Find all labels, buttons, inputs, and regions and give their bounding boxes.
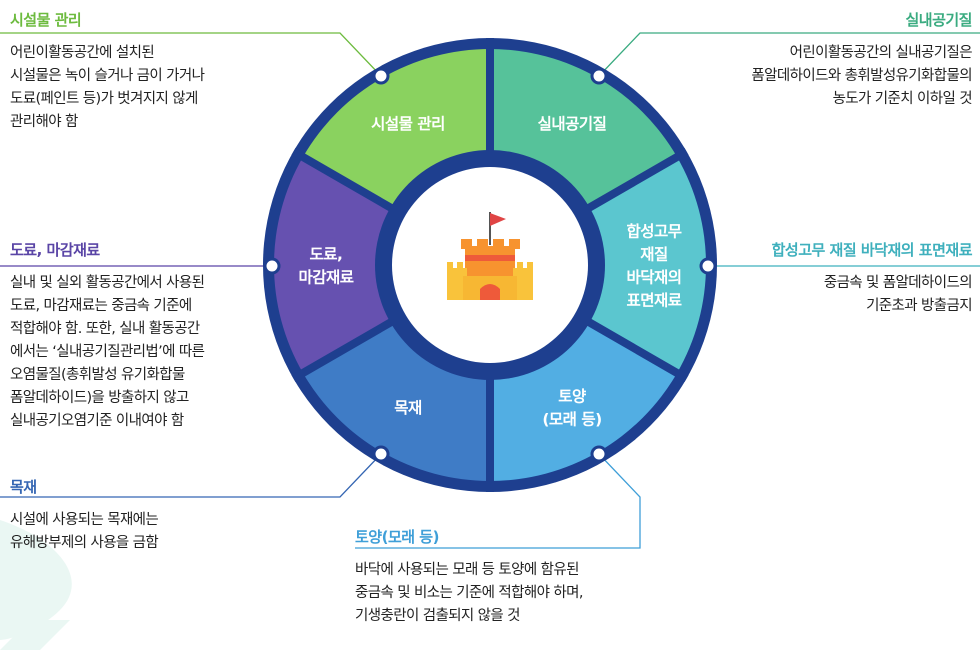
- text-line: 시설물은 녹이 슬거나 금이 가거나: [10, 68, 205, 84]
- text-line: 관리해야 함: [10, 114, 78, 130]
- text-line: 오염물질(총휘발성 유기화합물: [10, 367, 185, 383]
- text-line: 어린이활동공간에 설치된: [10, 45, 155, 61]
- text-line: 적합해야 함. 또한, 실내 활동공간: [10, 321, 200, 337]
- text-line: 도료, 마감재료는 중금속 기준에: [10, 298, 192, 314]
- segment-label-facility: 시설물 관리: [371, 115, 445, 133]
- wheel-segments: [274, 49, 706, 481]
- connector-dot-facility: [372, 67, 390, 85]
- text-synthetic-rubber: 중금속 및 폼알데하이드의 기준초과 방출금지: [823, 272, 973, 318]
- segment-label-wood: 목재: [394, 399, 422, 417]
- segment-label-line: (모래 등): [542, 411, 601, 429]
- segment-divider: [584, 148, 689, 213]
- text-line: 폼알데하이드)을 방출하지 않고: [10, 390, 189, 406]
- segment-label-paint: 도료, 마감재료: [298, 246, 353, 287]
- segment-label-line: 도료,: [310, 246, 343, 264]
- connector-dot-paint: [263, 257, 281, 275]
- connector-lines: [0, 32, 980, 549]
- heading-indoor-air: 실내공기질: [905, 11, 972, 29]
- segment-label-line: 토양: [558, 388, 586, 406]
- connector-dot-synthetic-rubber: [699, 257, 717, 275]
- text-line: 중금속 및 폼알데하이드의: [823, 275, 973, 291]
- text-line: 기준초과 방출금지: [866, 298, 973, 314]
- connector-line-indoor-air: [598, 32, 980, 77]
- connector-line-soil: [355, 453, 641, 549]
- connector-dot-indoor-air: [590, 67, 608, 85]
- text-line: 도료(페인트 등)가 벗겨지지 않게: [10, 91, 198, 107]
- background-stripe: [0, 620, 70, 650]
- connector-dot-wood: [372, 445, 390, 463]
- segment-indoor-air: [490, 49, 678, 209]
- text-line: 시설에 사용되는 목재에는: [10, 512, 159, 528]
- text-paint: 실내 및 실외 활동공간에서 사용된 도료, 마감재료는 중금속 기준에 적합해…: [10, 272, 205, 433]
- segment-label-line: 합성고무: [626, 223, 681, 241]
- connector-line-wood: [0, 453, 382, 498]
- heading-soil: 토양(모래 등): [355, 528, 439, 546]
- text-line: 어린이활동공간의 실내공기질은: [789, 45, 973, 61]
- segment-label-line: 표면재료: [626, 292, 681, 310]
- segment-label-line: 마감재료: [298, 268, 353, 287]
- segment-divider: [584, 317, 689, 382]
- segment-soil: [490, 321, 678, 481]
- text-line: 기생충란이 검출되지 않을 것: [355, 608, 521, 624]
- heading-synthetic-rubber: 합성고무 재질 바닥재의 표면재료: [771, 241, 973, 259]
- flag-icon: [490, 213, 506, 226]
- segment-label-line: 바닥재의: [626, 269, 681, 287]
- heading-paint: 도료, 마감재료: [10, 241, 100, 259]
- heading-facility: 시설물 관리: [10, 11, 82, 29]
- connector-dots: [263, 67, 717, 463]
- text-line: 실내 및 실외 활동공간에서 사용된: [10, 275, 205, 291]
- text-line: 농도가 기준치 이하일 것: [832, 91, 973, 107]
- text-indoor-air: 어린이활동공간의 실내공기질은 폼알데하이드와 총휘발성유기화합물의 농도가 기…: [751, 42, 972, 111]
- segment-label-line: 시설물 관리: [371, 115, 445, 133]
- sandcastle-icon: [447, 212, 533, 300]
- text-facility: 어린이활동공간에 설치된 시설물은 녹이 슬거나 금이 가거나 도료(페인트 등…: [10, 42, 205, 134]
- text-line: 유해방부제의 사용을 금함: [10, 535, 159, 551]
- text-line: 폼알데하이드와 총휘발성유기화합물의: [751, 68, 972, 84]
- background-blob: [0, 520, 72, 640]
- text-line: 에서는 ‘실내공기질관리법’에 따른: [10, 344, 205, 360]
- text-line: 중금속 및 비소는 기준에 적합해야 하며,: [355, 585, 584, 601]
- wheel-dividers: [291, 38, 689, 492]
- connector-line-facility: [0, 32, 382, 77]
- text-line: 바닥에 사용되는 모래 등 토양에 함유된: [355, 562, 579, 578]
- heading-wood: 목재: [10, 478, 37, 496]
- text-line: 실내공기오염기준 이내여야 함: [10, 413, 184, 429]
- segment-synthetic-rubber: [586, 157, 706, 373]
- segment-label-line: 실내공기질: [538, 114, 607, 133]
- segment-label-soil: 토양 (모래 등): [542, 388, 601, 429]
- segment-divider: [291, 148, 396, 213]
- segment-label-line: 목재: [394, 399, 422, 417]
- segment-facility: [302, 49, 490, 209]
- segment-paint: [274, 157, 394, 373]
- connector-dot-soil: [590, 445, 608, 463]
- segment-wood: [302, 321, 490, 481]
- segment-label-line: 재질: [640, 245, 668, 264]
- segment-label-indoor-air: 실내공기질: [538, 114, 607, 133]
- text-wood: 시설에 사용되는 목재에는 유해방부제의 사용을 금함: [10, 509, 159, 555]
- text-soil: 바닥에 사용되는 모래 등 토양에 함유된 중금속 및 비소는 기준에 적합해야…: [355, 559, 584, 628]
- segment-divider: [291, 317, 396, 382]
